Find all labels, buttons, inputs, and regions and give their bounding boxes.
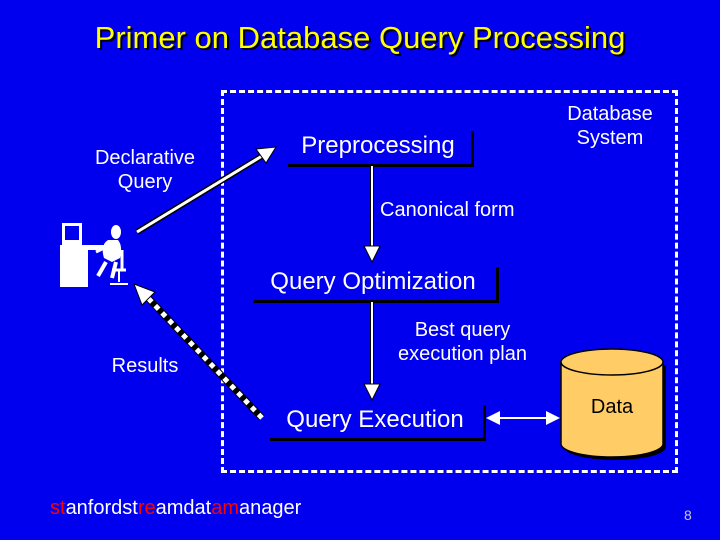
declarative-query-line-2: Query	[117, 171, 173, 193]
plan-arrow	[363, 302, 381, 402]
person-at-computer-icon	[60, 223, 128, 287]
declarative-query-line-1: Declarative	[94, 147, 196, 169]
best-plan-line-1: Best query	[414, 319, 511, 341]
footer-part: am	[211, 497, 240, 519]
footer-part: st	[50, 497, 66, 519]
data-exchange-arrow	[486, 411, 560, 425]
query-arrow	[135, 146, 277, 235]
footer-part: anfordst	[65, 497, 138, 519]
query-execution-box: Query Execution	[267, 402, 483, 438]
page-number: 8	[684, 507, 692, 523]
data-cylinder-icon	[560, 348, 666, 460]
footer-part: re	[137, 497, 156, 519]
database-system-line-1: Database	[567, 103, 653, 125]
database-system-boundary	[221, 90, 678, 473]
canonical-form-arrow	[363, 166, 381, 264]
database-system-line-2: System	[576, 127, 644, 149]
footer-part: anager	[239, 497, 302, 519]
best-plan-label: Best query execution plan	[380, 318, 545, 366]
preprocessing-box: Preprocessing	[285, 128, 471, 164]
query-optimization-box: Query Optimization	[250, 264, 496, 300]
declarative-query-label: Declarative Query	[75, 146, 215, 194]
database-system-label: Database System	[550, 102, 670, 150]
results-label: Results	[111, 355, 179, 377]
data-label: Data	[590, 396, 634, 418]
footer-logo-text: stanfordstreamdatamanager	[50, 497, 301, 520]
best-plan-line-2: execution plan	[398, 343, 527, 365]
footer-part: amdat	[155, 497, 212, 519]
slide-title: Primer on Database Query Processing	[94, 20, 626, 55]
canonical-form-label: Canonical form	[380, 199, 515, 221]
results-arrow	[133, 283, 265, 421]
